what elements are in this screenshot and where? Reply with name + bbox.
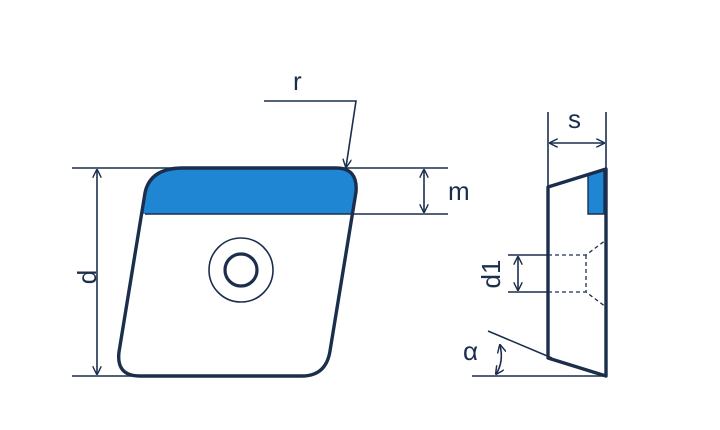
label-m: m: [448, 176, 470, 206]
insert-front-view: [116, 166, 358, 378]
dimension-m: m: [338, 167, 470, 215]
label-s: s: [568, 104, 581, 134]
label-r: r: [293, 66, 302, 96]
label-d: d: [72, 270, 102, 284]
dimension-d1: d1: [476, 254, 548, 293]
alpha-reference-line: [487, 330, 553, 359]
insert-outline: [116, 166, 358, 378]
hole-dash-bottom: [548, 291, 607, 308]
hole-outer-circle: [208, 237, 274, 303]
r-leader-line: [264, 100, 357, 167]
alpha-arc-arrow: [496, 345, 501, 374]
hole-inner-circle: [223, 252, 259, 288]
cutting-edge-band: [118, 168, 357, 214]
dimension-d: d: [72, 167, 178, 377]
label-d1: d1: [476, 260, 506, 289]
label-alpha: α: [463, 336, 478, 366]
side-blue-block: [587, 169, 605, 215]
radius-leader: r: [264, 66, 357, 167]
insert-side-view: [546, 167, 608, 378]
dimension-s: s: [547, 104, 607, 186]
angle-alpha: α: [463, 330, 606, 377]
hole-dash-top: [548, 239, 607, 256]
